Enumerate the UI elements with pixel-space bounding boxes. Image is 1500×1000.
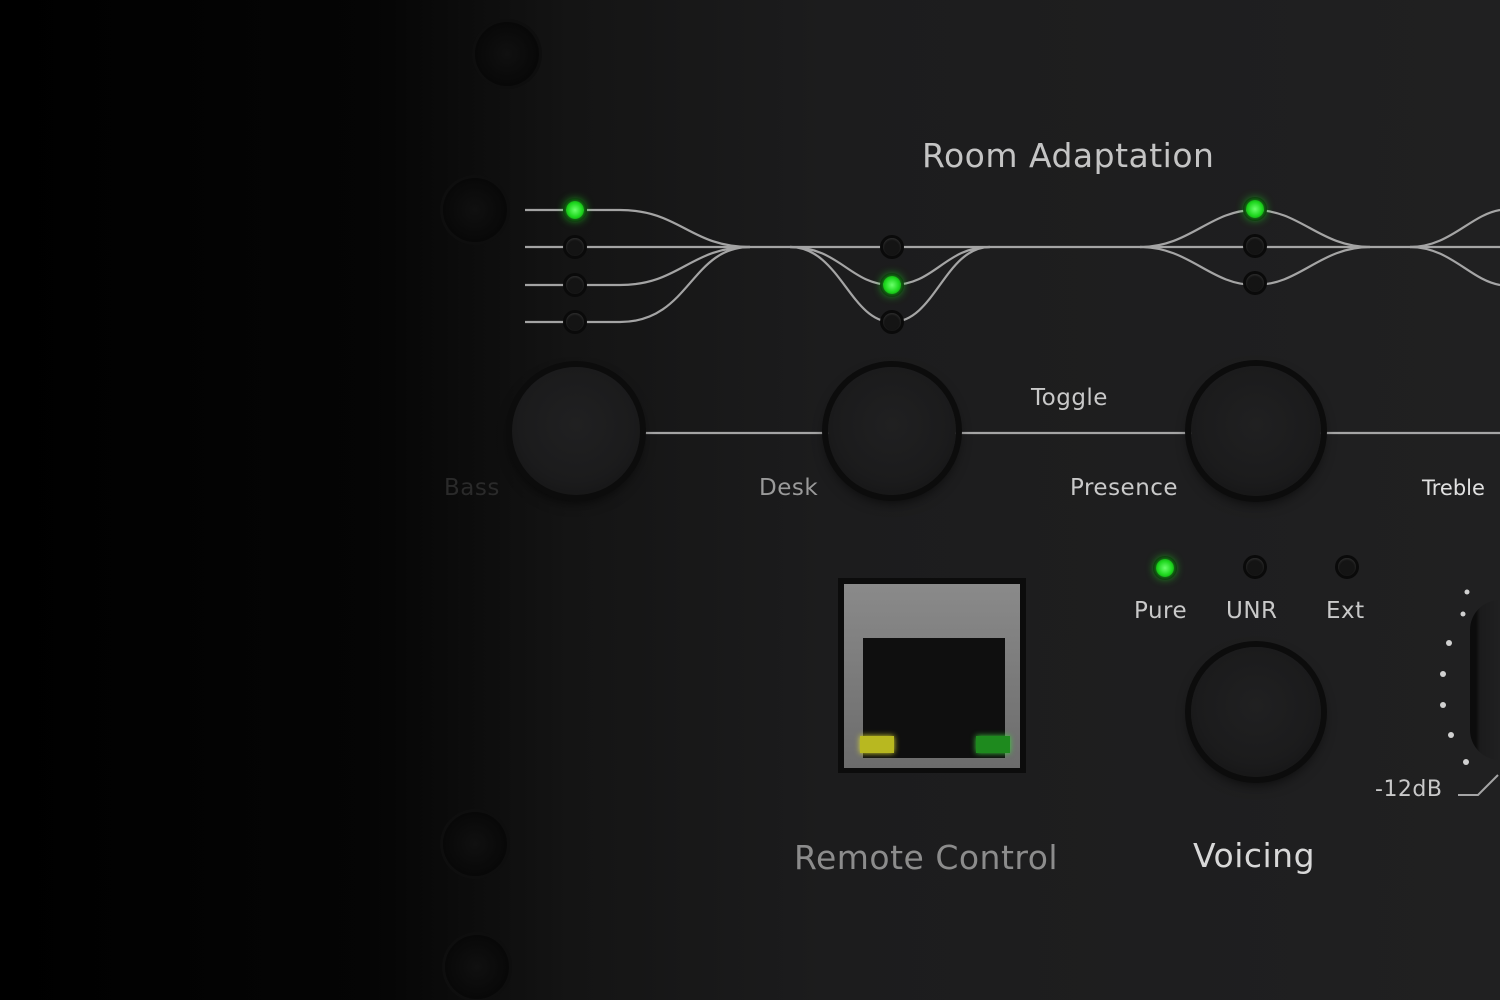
desk-button[interactable] xyxy=(828,367,956,495)
voicing-led-unr xyxy=(1246,558,1264,576)
toggle-label: Toggle xyxy=(1031,385,1108,411)
screw xyxy=(445,935,509,999)
link-led-green xyxy=(976,736,1010,753)
remote-control-port[interactable] xyxy=(838,578,1026,773)
voicing-led-ext xyxy=(1338,558,1356,576)
remote-control-label: Remote Control xyxy=(794,838,1059,877)
presence-led-1 xyxy=(1246,200,1264,218)
bass-button[interactable] xyxy=(512,367,640,495)
bass-led-1 xyxy=(566,201,584,219)
presence-button[interactable] xyxy=(1191,366,1321,496)
desk-label: Desk xyxy=(759,475,819,501)
treble-label: Treble xyxy=(1422,476,1485,500)
presence-led-3 xyxy=(1246,274,1264,292)
desk-led-2 xyxy=(883,276,901,294)
voicing-ext-label: Ext xyxy=(1326,598,1365,624)
presence-led-2 xyxy=(1246,237,1264,255)
screw xyxy=(475,22,539,86)
voicing-led-pure xyxy=(1156,559,1174,577)
bass-led-4 xyxy=(566,313,584,331)
voicing-pure-label: Pure xyxy=(1134,598,1188,624)
desk-led-3 xyxy=(883,313,901,331)
voicing-label: Voicing xyxy=(1193,836,1316,875)
screw xyxy=(443,812,507,876)
bass-label: Bass xyxy=(444,475,500,501)
bass-led-3 xyxy=(566,276,584,294)
presence-label: Presence xyxy=(1070,475,1179,501)
desk-led-1 xyxy=(883,238,901,256)
level-knob[interactable] xyxy=(1470,600,1500,760)
voicing-unr-label: UNR xyxy=(1226,598,1278,624)
room-adaptation-title: Room Adaptation xyxy=(922,136,1215,175)
voicing-button[interactable] xyxy=(1191,647,1321,777)
level-min-label: -12dB xyxy=(1375,777,1443,802)
link-led-yellow xyxy=(860,736,894,753)
screw xyxy=(443,178,507,242)
bass-led-2 xyxy=(566,238,584,256)
